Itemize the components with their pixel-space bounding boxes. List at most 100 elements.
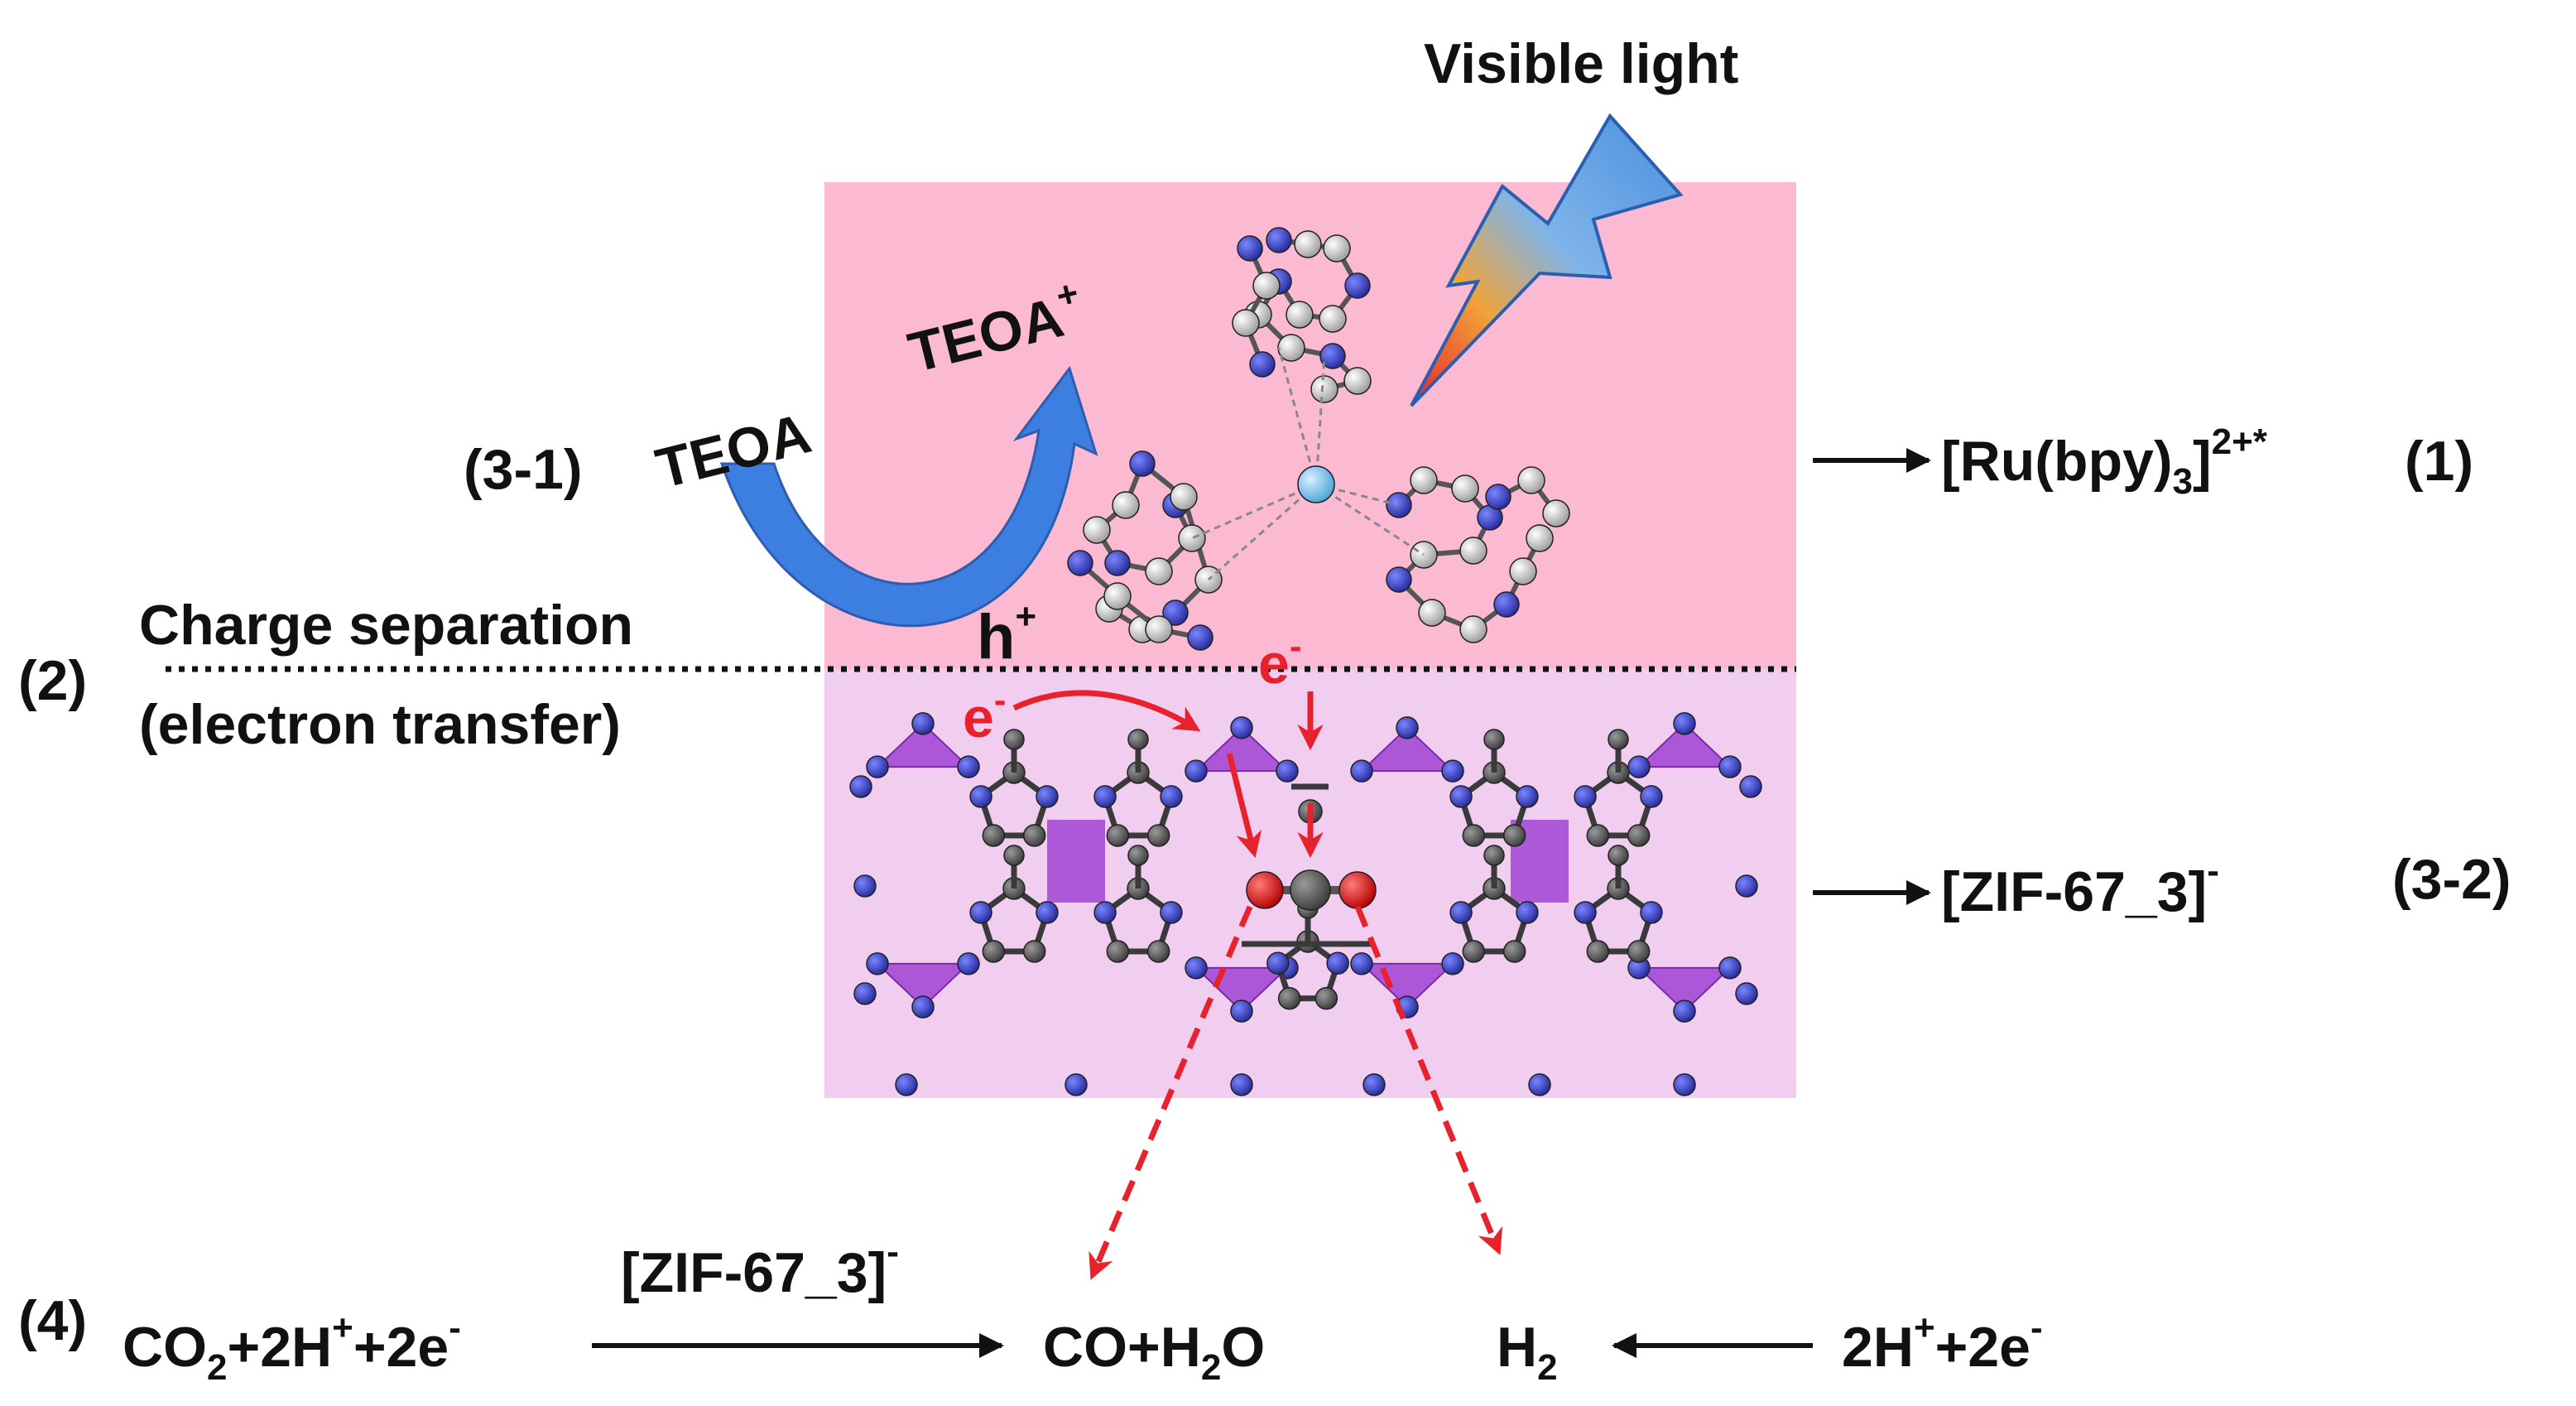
carbon-atom (1526, 524, 1554, 552)
nitrogen-atom (1350, 759, 1373, 782)
nitrogen-atom (1326, 951, 1349, 975)
carbon-atom (1410, 466, 1438, 494)
carbon-atom (1277, 986, 1301, 1010)
carbon-atom (1462, 940, 1486, 963)
carbon-atom (1542, 499, 1570, 527)
nitrogen-atom (1627, 755, 1651, 778)
electron-arrow-to-co2-icon (1226, 753, 1262, 859)
nitrogen-atom (1396, 716, 1419, 739)
step-4-label: (4) (18, 1289, 87, 1352)
carbon-atom (982, 940, 1006, 963)
carbon-atom (1022, 940, 1046, 963)
nitrogen-atom (1528, 1073, 1551, 1096)
nitrogen-atom (1673, 1073, 1696, 1096)
electron-label-left: e- (963, 680, 1006, 749)
methyl-carbon-atom (1127, 845, 1149, 866)
nitrogen-atom (1516, 785, 1539, 808)
carbon-atom (1145, 557, 1173, 585)
nitrogen-atom (849, 775, 872, 798)
carbon-atom (1343, 367, 1372, 395)
visible-light-label: Visible light (1424, 32, 1738, 95)
nitrogen-atom (866, 755, 889, 778)
methyl-carbon-atom (1483, 845, 1505, 866)
carbon-atom (1586, 824, 1610, 847)
nitrogen-atom (957, 755, 980, 778)
carbon-atom (1083, 516, 1111, 544)
methyl-carbon-atom (1003, 845, 1025, 866)
nitrogen-atom (1516, 901, 1539, 924)
zif-label: [ZIF-67_3]- (1941, 850, 2219, 923)
charge-separation-label: Charge separation (139, 594, 633, 657)
nitrogen-atom (1036, 785, 1059, 808)
carbon-atom (1022, 824, 1046, 847)
carbon-atom (1106, 940, 1130, 963)
carbon-atom (1252, 272, 1281, 300)
nitrogen-atom (1574, 785, 1597, 808)
nitrogen-atom (1319, 343, 1346, 369)
nitrogen-atom (911, 995, 935, 1018)
carbon-atom (1451, 474, 1479, 503)
lightning-bolt-icon (1410, 113, 1684, 407)
carbon-atom (1459, 615, 1487, 643)
carbon-atom (1502, 940, 1526, 963)
nitrogen-atom (1093, 901, 1117, 924)
carbon-atom (1310, 375, 1338, 403)
zif-framework (849, 712, 1762, 1096)
co2-reactants-label: CO2+2H++2e- (123, 1307, 461, 1388)
carbon-atom (1517, 466, 1545, 494)
step-3-2-label: (3-2) (2392, 848, 2511, 911)
carbon-atom (1509, 557, 1537, 585)
nitrogen-atom (1493, 591, 1520, 618)
carbon-atom (1314, 986, 1338, 1010)
nitrogen-atom (1344, 272, 1371, 299)
nitrogen-atom (1735, 982, 1758, 1005)
nitrogen-atom (853, 874, 877, 898)
catalyst-label: [ZIF-67_3]- (621, 1231, 899, 1304)
nitrogen-atom (1093, 785, 1117, 808)
h2-product-label: H2 (1497, 1316, 1558, 1388)
nitrogen-atom (1266, 951, 1290, 975)
cobalt-tetrahedron (875, 962, 971, 1009)
electron-label-top: e- (1258, 626, 1301, 696)
nitrogen-atom (1673, 712, 1696, 735)
nitrogen-atom (1386, 566, 1412, 593)
nitrogen-atom (1237, 235, 1263, 262)
nitrogen-atom (1350, 952, 1373, 975)
coordination-bond (1315, 483, 1425, 556)
nitrogen-atom (1441, 759, 1464, 782)
carbon-atom (1586, 940, 1610, 963)
methyl-carbon-atom (1483, 729, 1505, 750)
ru-complex-label: [Ru(bpy)3]2+* (1941, 421, 2268, 502)
nitrogen-atom (1266, 227, 1292, 253)
cobalt-tetrahedron (1194, 726, 1290, 773)
electron-transfer-arrow-icon (1012, 690, 1201, 732)
nitrogen-atom (1185, 759, 1208, 782)
cobalt-tetrahedron (875, 722, 971, 768)
carbon-atom (1145, 615, 1173, 643)
carbon-atom (1232, 309, 1260, 337)
coordination-bond (1277, 347, 1318, 485)
methyl-carbon-atom (1608, 845, 1629, 866)
nitrogen-atom (1187, 624, 1214, 651)
nitrogen-atom (1718, 755, 1742, 778)
methyl-carbon-atom (1608, 729, 1629, 750)
carbon-atom (1146, 940, 1170, 963)
nitrogen-atom (1230, 999, 1253, 1023)
carbon-atom (1627, 940, 1651, 963)
carbon-atom (1462, 824, 1486, 847)
carbon-atom (1323, 234, 1351, 262)
nitrogen-atom (1485, 484, 1511, 510)
nitrogen-atom (1160, 901, 1183, 924)
nitrogen-atom (1249, 351, 1276, 378)
nitrogen-atom (911, 712, 935, 735)
proton-reactants-label: 2H++2e- (1842, 1307, 2043, 1379)
nitrogen-atom (1036, 901, 1059, 924)
nitrogen-atom (1718, 956, 1742, 980)
nitrogen-atom (1739, 775, 1762, 798)
nitrogen-atom (1441, 952, 1464, 975)
cobalt-tetrahedron (1636, 722, 1733, 768)
nitrogen-atom (1574, 901, 1597, 924)
nitrogen-atom (1673, 999, 1696, 1023)
